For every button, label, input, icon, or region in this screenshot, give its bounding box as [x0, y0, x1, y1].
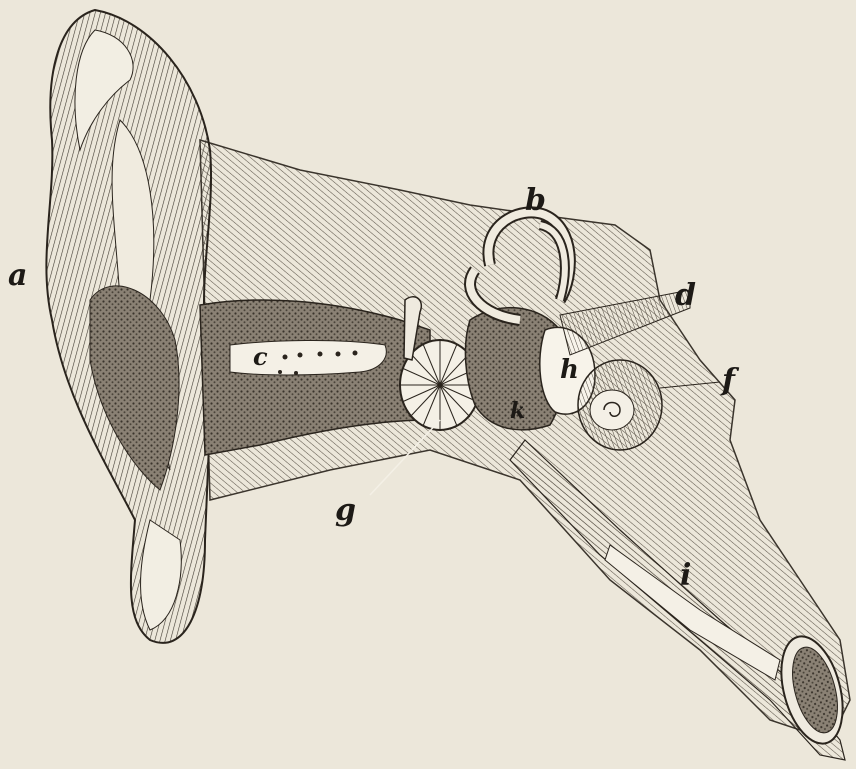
- label-b: b: [525, 183, 546, 218]
- label-g: g: [335, 493, 356, 528]
- label-i: i: [680, 558, 691, 593]
- label-k: k: [510, 398, 525, 424]
- label-a: a: [8, 258, 27, 293]
- label-h: h: [560, 355, 579, 385]
- cochlea: [578, 360, 662, 450]
- label-c: c: [253, 342, 268, 371]
- label-d: d: [675, 278, 696, 313]
